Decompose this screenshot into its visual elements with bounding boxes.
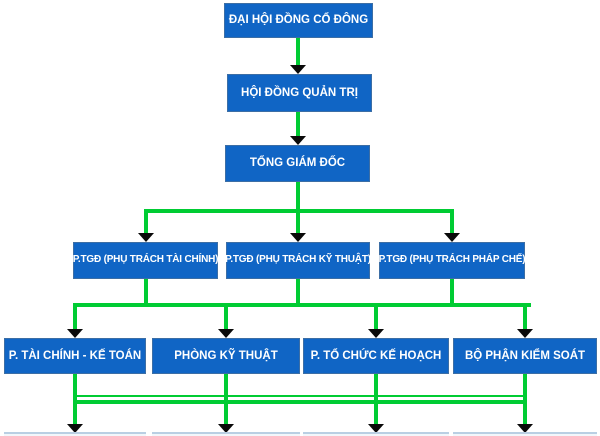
connector-vline bbox=[296, 38, 300, 67]
connector-vline bbox=[523, 305, 527, 331]
connector-vline bbox=[523, 374, 527, 424]
connector-vline bbox=[296, 279, 300, 307]
cutoff-node-top bbox=[303, 432, 449, 436]
arrow-down-icon bbox=[517, 424, 533, 433]
arrow-down-icon bbox=[218, 424, 234, 433]
connector-vline bbox=[374, 374, 378, 424]
node-general-shareholders-meeting: ĐẠI HỘI ĐỒNG CỔ ĐÔNG bbox=[224, 3, 373, 38]
connector-vline bbox=[296, 182, 300, 213]
cutoff-node-top bbox=[152, 432, 300, 436]
arrow-down-icon bbox=[67, 424, 83, 433]
connector-vline bbox=[224, 305, 228, 331]
node-general-director: TỔNG GIÁM ĐỐC bbox=[225, 145, 370, 182]
arrow-down-icon bbox=[290, 233, 306, 242]
arrow-down-icon bbox=[368, 329, 384, 338]
connector-hline bbox=[73, 303, 531, 307]
cutoff-node-top bbox=[4, 432, 146, 436]
connector-vline bbox=[296, 112, 300, 138]
node-control-dept: BỘ PHẬN KIỂM SOÁT bbox=[453, 338, 597, 374]
connector-vline bbox=[144, 209, 148, 235]
connector-vline bbox=[450, 209, 454, 235]
node-deputy-gd-technical: P.TGĐ (PHỤ TRÁCH KỸ THUẬT) bbox=[225, 242, 371, 279]
connector-vline bbox=[450, 279, 454, 307]
node-organization-planning-dept: P. TỔ CHỨC KẾ HOẠCH bbox=[303, 338, 449, 374]
connector-vline bbox=[296, 209, 300, 235]
arrow-down-icon bbox=[444, 233, 460, 242]
node-finance-accounting-dept: P. TÀI CHÍNH - KẾ TOÁN bbox=[4, 338, 146, 374]
arrow-down-icon bbox=[290, 65, 306, 74]
cutoff-node-top bbox=[453, 432, 597, 436]
connector-vline bbox=[73, 374, 77, 424]
node-technical-dept: PHÒNG KỸ THUẬT bbox=[152, 338, 300, 374]
node-deputy-gd-legal: P.TGĐ (PHỤ TRÁCH PHÁP CHẾ) bbox=[379, 242, 526, 279]
connector-vline bbox=[144, 279, 148, 307]
connector-vline bbox=[224, 374, 228, 424]
connector-hline bbox=[75, 395, 525, 397]
arrow-down-icon bbox=[138, 233, 154, 242]
arrow-down-icon bbox=[517, 329, 533, 338]
node-board-of-directors: HỘI ĐỒNG QUẢN TRỊ bbox=[227, 74, 372, 112]
node-deputy-gd-finance: P.TGĐ (PHỤ TRÁCH TÀI CHÍNH) bbox=[73, 242, 218, 279]
arrow-down-icon bbox=[290, 136, 306, 145]
connector-vline bbox=[73, 305, 77, 331]
connector-vline bbox=[374, 305, 378, 331]
arrow-down-icon bbox=[368, 424, 384, 433]
arrow-down-icon bbox=[67, 329, 83, 338]
connector-hline bbox=[73, 400, 527, 404]
arrow-down-icon bbox=[218, 329, 234, 338]
